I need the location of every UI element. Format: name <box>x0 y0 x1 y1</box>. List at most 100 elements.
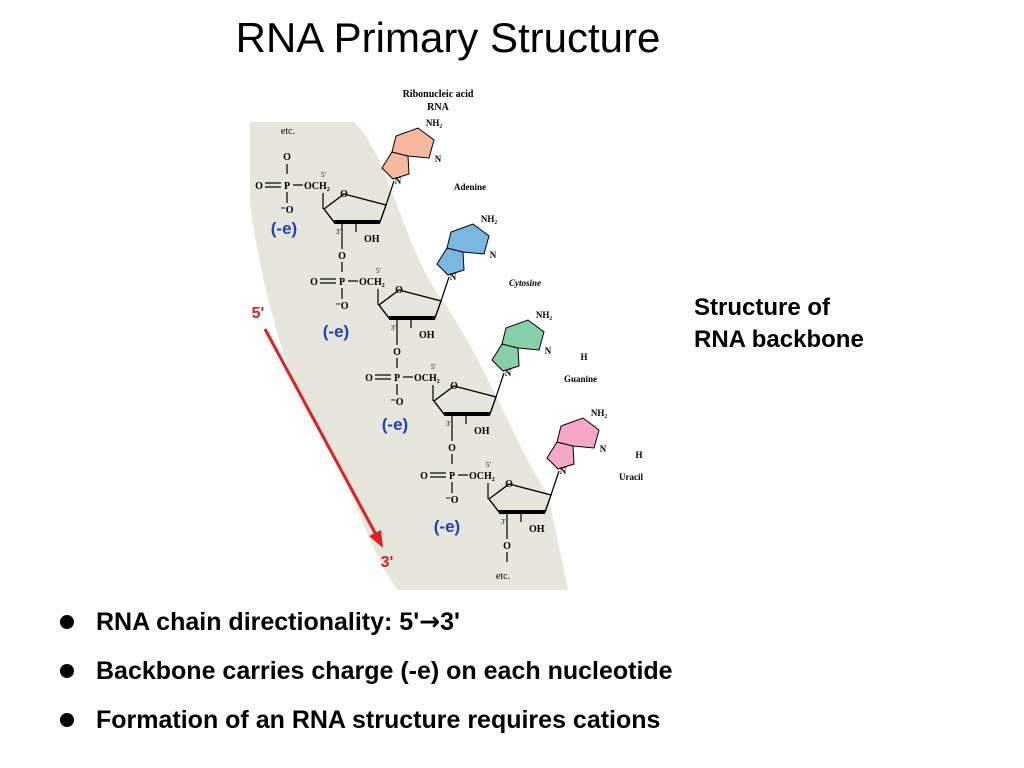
negative-oxygen-label: ⁻O <box>335 301 348 312</box>
five-prime-label: 5' <box>376 267 381 275</box>
caption-line-2: RNA backbone <box>694 326 864 353</box>
amino-label: NH₂ <box>481 214 498 224</box>
bullet-dot-icon <box>60 615 74 629</box>
etc-top-label: etc. <box>281 126 295 137</box>
phosphorus-label: P <box>394 373 400 384</box>
och2-label: OCH₂ <box>304 181 330 192</box>
nitrogen-label: N <box>600 444 607 454</box>
bullet-text: RNA chain directionality: 5' <box>96 608 420 636</box>
backbone-band <box>250 122 568 590</box>
nitrogen-label: N <box>395 176 402 186</box>
five-prime-label: 5' <box>486 461 491 469</box>
slide-title: RNA Primary Structure <box>235 14 661 61</box>
five-prime-label: 5' <box>431 363 436 371</box>
ribose-ring <box>323 193 387 223</box>
charge-label: (-e) <box>382 415 408 434</box>
bullet-list: RNA chain directionality: 5'→3' Backbone… <box>60 604 673 751</box>
och2-label: OCH₂ <box>359 277 385 288</box>
ribose-ring <box>378 289 442 319</box>
nitrogen-label: N <box>450 272 457 282</box>
oxygen-label: O <box>365 373 373 384</box>
linking-oxygen-label: O <box>448 443 456 454</box>
oxygen-label: O <box>255 181 263 192</box>
three-prime-label: 3' <box>336 228 341 236</box>
negative-oxygen-label: ⁻O <box>390 397 403 408</box>
nucleotide-4: P O ⁻O OCH₂ 5' O 3' OH O N NH₂ N Uracil H <box>420 408 643 562</box>
amino-label: NH₂ <box>591 408 608 418</box>
hydrogen-label: H <box>635 450 642 460</box>
charge-label: (-e) <box>271 219 297 238</box>
three-prime-end-label: 3' <box>381 554 394 571</box>
nitrogen-label: N <box>490 250 497 260</box>
linking-oxygen-label: O <box>338 251 346 262</box>
ring-oxygen-label: O <box>450 381 458 392</box>
figure-header-line-1: Ribonucleic acid <box>403 89 474 100</box>
ribose-ring <box>488 483 552 513</box>
glycosidic-bond <box>385 180 395 206</box>
nucleotide-2: P O ⁻O OCH₂ 5' O 3' OH O N NH₂ N Cytosine <box>310 214 541 368</box>
phosphorus-label: P <box>449 471 455 482</box>
base-ring <box>391 127 435 159</box>
three-prime-label: 3' <box>501 518 506 526</box>
direction-arrow-line <box>263 328 382 543</box>
glycosidic-bond <box>440 276 450 302</box>
base-name-uracil: Uracil <box>619 472 643 482</box>
base-ring <box>501 319 545 351</box>
bullet-text: Formation of an RNA structure requires c… <box>96 706 661 734</box>
glycosidic-bond <box>495 372 505 398</box>
ribose-ring <box>433 385 497 415</box>
oxygen-label: O <box>420 471 428 482</box>
etc-bottom-label: etc. <box>496 571 510 582</box>
amino-label: NH₂ <box>426 118 443 128</box>
direction-arrow-head <box>369 530 383 548</box>
base-ring <box>446 223 490 255</box>
caption-line-1: Structure of <box>694 294 831 321</box>
och2-label: OCH₂ <box>469 471 495 482</box>
phosphorus-label: P <box>284 181 290 192</box>
bullet-cations: Formation of an RNA structure requires c… <box>60 702 673 751</box>
linking-oxygen-label: O <box>393 347 401 358</box>
nitrogen-label: N <box>560 466 567 476</box>
bullet-charge: Backbone carries charge (-e) on each nuc… <box>60 653 673 702</box>
linking-oxygen-label: O <box>503 541 511 552</box>
bullet-dot-icon <box>60 664 74 678</box>
base-name-cytosine: Cytosine <box>509 278 541 288</box>
negative-oxygen-label: ⁻O <box>445 495 458 506</box>
hydroxyl-label: OH <box>364 234 380 245</box>
amino-label: NH₂ <box>536 310 553 320</box>
base-name-adenine: Adenine <box>454 182 486 192</box>
ring-oxygen-label: O <box>505 479 513 490</box>
five-prime-end-label: 5' <box>252 305 265 322</box>
rna-backbone-diagram: Ribonucleic acidRNAetc.OPO⁻OOCH₂5'O3'OHO… <box>238 84 652 590</box>
nucleotide-1: O P O ⁻O OCH₂ 5' O 3' OH O N NH₂ N Adenine <box>255 118 486 272</box>
hydroxyl-label: OH <box>474 426 490 437</box>
figure-caption: Structure of RNA backbone <box>694 292 864 356</box>
bullet-dot-icon <box>60 713 74 727</box>
nitrogen-label: N <box>435 154 442 164</box>
base-ring <box>556 417 600 449</box>
hydroxyl-label: OH <box>529 524 545 535</box>
five-prime-label: 5' <box>321 171 326 179</box>
phosphorus-label: P <box>339 277 345 288</box>
three-prime-label: 3' <box>446 420 451 428</box>
three-prime-label: 3' <box>391 324 396 332</box>
charge-label: (-e) <box>323 322 349 341</box>
oxygen-label: O <box>283 152 291 163</box>
base-name-guanine: Guanine <box>564 374 597 384</box>
hydrogen-label: H <box>580 352 587 362</box>
ring-oxygen-label: O <box>340 189 348 200</box>
bullet-text-end: 3' <box>440 608 460 636</box>
oxygen-label: O <box>310 277 318 288</box>
charge-label: (-e) <box>434 517 460 536</box>
glycosidic-bond <box>550 470 560 496</box>
figure-header-line-2: RNA <box>427 102 449 113</box>
och2-label: OCH₂ <box>414 373 440 384</box>
bullet-text: Backbone carries charge (-e) on each nuc… <box>96 657 673 685</box>
right-arrow-icon: → <box>419 607 441 636</box>
bullet-directionality: RNA chain directionality: 5'→3' <box>60 604 673 653</box>
nitrogen-label: N <box>545 346 552 356</box>
negative-oxygen-label: ⁻O <box>280 205 293 216</box>
ring-oxygen-label: O <box>395 285 403 296</box>
